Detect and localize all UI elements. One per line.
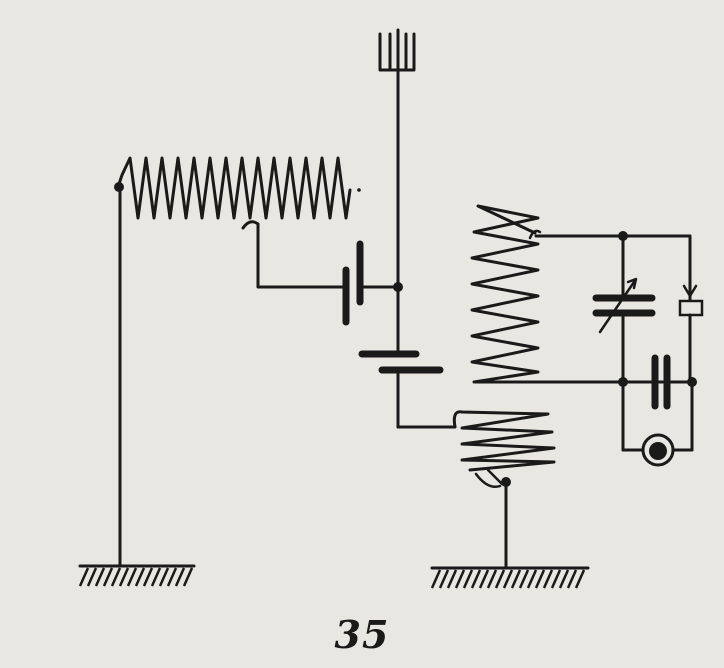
- coupler-secondary-coil: [470, 204, 542, 384]
- coil-slider-tap: [241, 220, 345, 289]
- antenna-symbol: [378, 28, 416, 289]
- right-ground-symbol: [430, 566, 590, 589]
- left-coil-junction: [114, 182, 124, 192]
- ground-hatch-line: [502, 569, 514, 589]
- antenna-capacitor: [358, 350, 444, 374]
- ground-hatch-line: [118, 567, 130, 587]
- ground-hatch-line: [558, 569, 570, 589]
- left-ground-symbol: [78, 564, 196, 587]
- ground-hatch-line: [438, 569, 450, 589]
- ground-hatch-line: [574, 569, 586, 589]
- page-number: 35: [334, 612, 390, 657]
- series-capacitor: [342, 240, 400, 326]
- variable-tuning-capacitor: [592, 234, 656, 384]
- ground-hatch-line: [566, 569, 578, 589]
- ground-hatch-line: [478, 569, 490, 589]
- ground-hatch-line: [454, 569, 466, 589]
- ground-hatch-line: [86, 567, 98, 587]
- ground-hatch-line: [174, 567, 186, 587]
- ground-hatch-line: [166, 567, 178, 587]
- left-loading-coil: [116, 156, 361, 220]
- ground-hatch-line: [142, 567, 154, 587]
- ground-hatch-line: [542, 569, 554, 589]
- ground-hatch-line: [494, 569, 506, 589]
- ground-hatch-line: [110, 567, 122, 587]
- ground-hatch-line: [534, 569, 546, 589]
- ground-hatch-line: [158, 567, 170, 587]
- ground-hatch-line: [550, 569, 562, 589]
- ground-hatch-line: [518, 569, 530, 589]
- ground-hatch-line: [526, 569, 538, 589]
- ground-hatch-line: [470, 569, 482, 589]
- headphone-receiver: [621, 380, 694, 467]
- coupler-primary-coil: [452, 410, 556, 488]
- ground-hatch-line: [486, 569, 498, 589]
- ground-hatch-line: [510, 569, 522, 589]
- ground-hatch-line: [182, 567, 194, 587]
- blocking-capacitor: [651, 354, 671, 410]
- ground-hatch-line: [430, 569, 442, 589]
- ground-hatch-line: [126, 567, 138, 587]
- ground-hatch-line: [102, 567, 114, 587]
- ground-hatch-line: [94, 567, 106, 587]
- ground-hatch-line: [134, 567, 146, 587]
- ground-hatch-line: [462, 569, 474, 589]
- ground-hatch-line: [78, 567, 90, 587]
- ground-hatch-line: [446, 569, 458, 589]
- ground-hatch-line: [150, 567, 162, 587]
- crystal-detector: [678, 234, 704, 384]
